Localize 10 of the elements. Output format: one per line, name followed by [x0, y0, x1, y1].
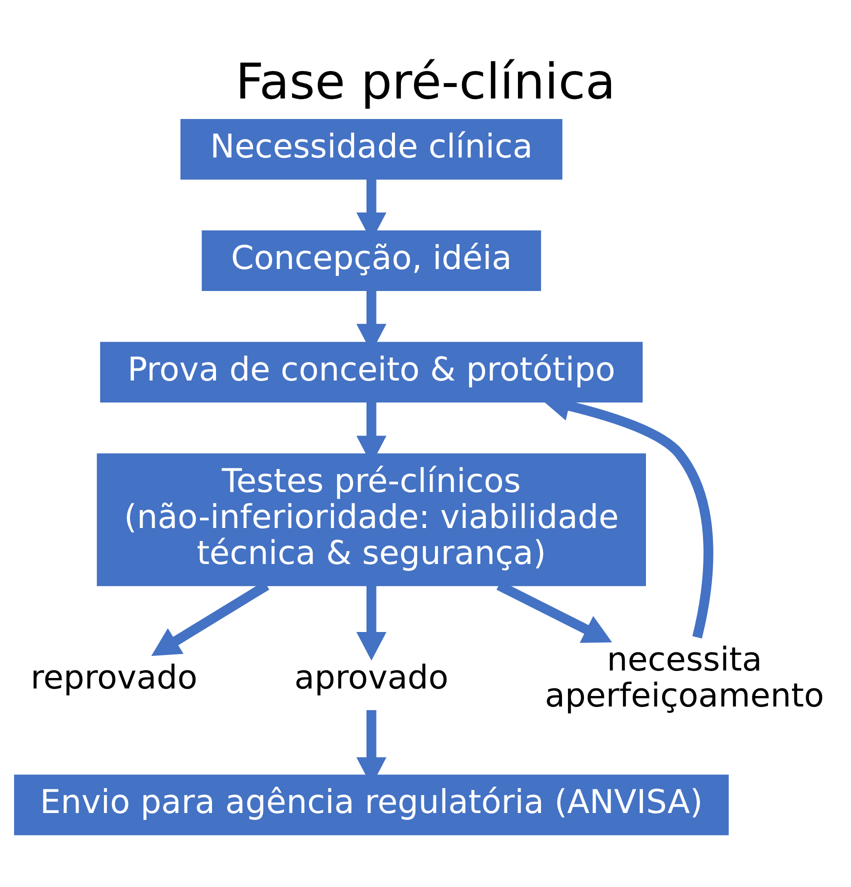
arrow [356, 585, 386, 661]
node-text: aprovado [294, 658, 448, 697]
node-box: Prova de conceito & protótipo [100, 342, 643, 403]
node-box: Concepção, idéia [202, 230, 542, 292]
node-box: Necessidade clínica [180, 118, 562, 180]
diagram-title: Fase pré-clínica [236, 52, 616, 110]
node-box: Envio para agência regulatória (ANVISA) [14, 774, 729, 836]
node-text: necessita aperfeiçoamento [544, 640, 824, 715]
node-text: reprovado [30, 658, 198, 697]
node-box: Testes pré-clínicos (não-inferioridade: viabilidade técnica & segurança) [96, 453, 646, 586]
